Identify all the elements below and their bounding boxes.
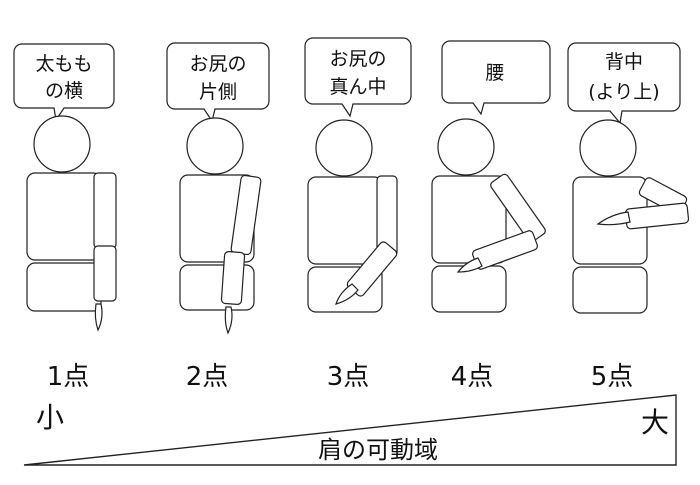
head-5 (579, 119, 637, 177)
speech-bubble-2: お尻の 片側 (166, 42, 270, 123)
person-5 (572, 119, 690, 314)
speech-bubble-5: 背中 (より上) (567, 42, 681, 125)
hand-4 (456, 257, 483, 273)
figure-4: 腰 4点 (431, 40, 551, 392)
head-4 (437, 118, 495, 176)
upper-arm-4 (490, 173, 546, 243)
hips-1 (26, 262, 102, 312)
figure-2: お尻の 片側 2点 (166, 42, 270, 392)
hips-5 (572, 266, 648, 314)
range-wedge (23, 394, 677, 466)
person-3 (307, 119, 398, 313)
person-4 (431, 118, 546, 313)
hand-2 (224, 306, 233, 335)
forearm-1 (93, 245, 117, 302)
hand-5 (596, 211, 631, 226)
score-1: 1点 (47, 362, 90, 392)
score-2: 2点 (186, 362, 229, 392)
scale-min-label: 小 (36, 401, 64, 434)
figure-5: 背中 (より上) 5点 (567, 42, 690, 392)
bubble-5-line-1: 背中 (605, 51, 643, 73)
speech-bubble-3: お尻の 真ん中 (304, 37, 412, 118)
bubble-5-line-2: (より上) (588, 81, 659, 103)
bubble-3-line-1: お尻の (329, 48, 386, 70)
speech-bubble-4: 腰 (441, 40, 551, 116)
head-3 (315, 119, 373, 177)
figure-3: お尻の 真ん中 3点 (304, 37, 412, 392)
score-3: 3点 (327, 362, 370, 392)
scale-caption: 肩の可動域 (318, 436, 438, 464)
bubble-2-line-2: 片側 (199, 81, 237, 103)
bubble-1-line-1: 太もも (35, 53, 92, 75)
head-2 (186, 117, 244, 175)
person-1 (26, 115, 117, 332)
upper-arm-1 (93, 172, 117, 249)
bubble-2-line-1: お尻の (189, 53, 246, 75)
speech-bubble-1: 太もも の横 (13, 43, 115, 122)
torso-1 (26, 172, 102, 261)
hips-4 (431, 265, 507, 313)
bubble-4-line-1: 腰 (485, 62, 504, 84)
person-2 (179, 117, 262, 335)
scale-max-label: 大 (641, 406, 669, 439)
hand-1 (94, 303, 103, 332)
forearm-2 (220, 251, 246, 305)
figure-1: 太もも の横 1点 (13, 43, 117, 392)
score-5: 5点 (591, 362, 634, 392)
head-1 (33, 115, 91, 173)
hand-3 (335, 283, 359, 305)
score-4: 4点 (451, 362, 494, 392)
range-scale: 小 大 肩の可動域 (23, 394, 677, 466)
bubble-1-line-2: の横 (45, 80, 83, 102)
bubble-3-line-2: 真ん中 (329, 76, 386, 98)
torso-3 (307, 176, 383, 265)
